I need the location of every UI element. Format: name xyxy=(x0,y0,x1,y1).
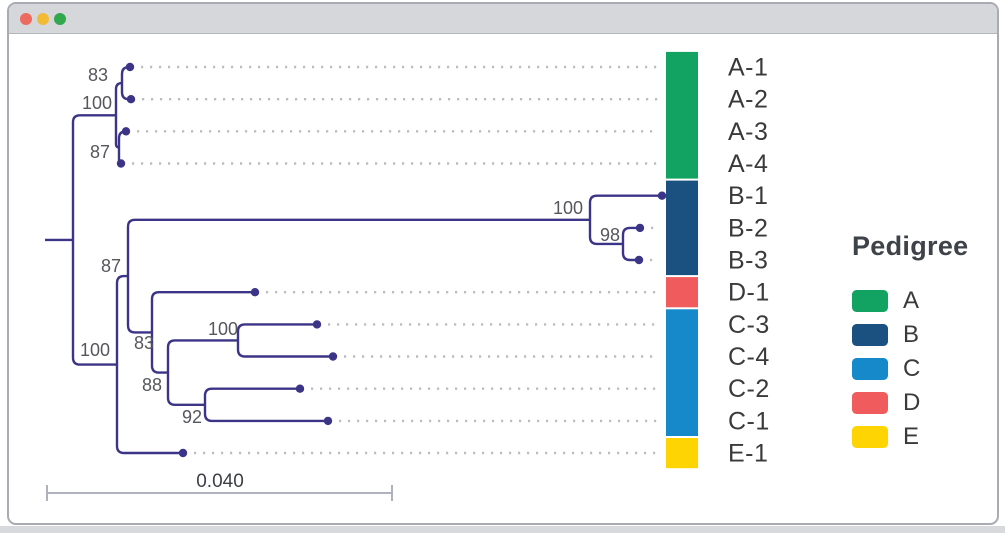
legend-label: A xyxy=(903,287,920,314)
legend-item-A: A xyxy=(852,284,968,318)
legend-label: E xyxy=(903,423,920,450)
legend-item-C: C xyxy=(852,352,968,386)
window-titlebar xyxy=(9,4,997,34)
bottom-strip xyxy=(0,526,1005,533)
legend-label: C xyxy=(903,355,921,382)
legend-label: D xyxy=(903,389,921,416)
browser-window xyxy=(7,2,999,525)
maximize-button[interactable] xyxy=(54,12,66,25)
legend-label: B xyxy=(903,321,920,348)
minimize-button[interactable] xyxy=(37,12,49,25)
close-button[interactable] xyxy=(20,12,32,25)
legend-swatch-B xyxy=(852,324,888,346)
legend-swatch-A xyxy=(852,290,888,312)
legend-title: Pedigree xyxy=(852,231,969,261)
legend-item-B: B xyxy=(852,318,968,352)
legend-item-D: D xyxy=(852,386,968,420)
legend-swatch-E xyxy=(852,426,888,448)
legend-item-E: E xyxy=(852,420,968,454)
legend-swatch-C xyxy=(852,358,888,380)
legend-swatch-D xyxy=(852,392,888,414)
